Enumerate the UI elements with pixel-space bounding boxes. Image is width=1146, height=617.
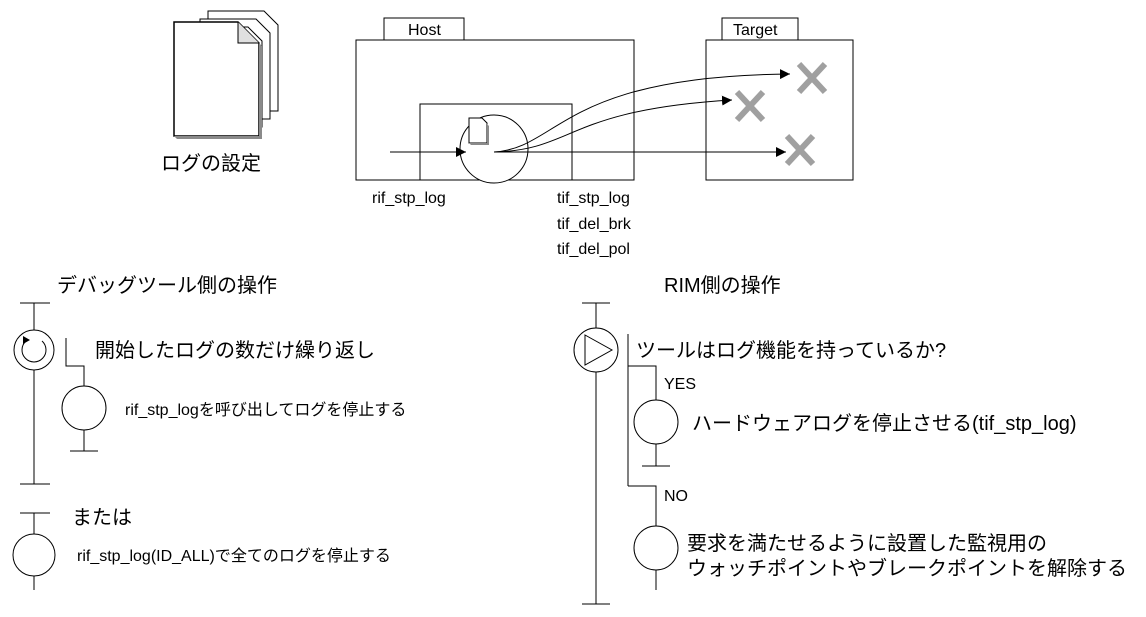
- label-rif-stp-log: rif_stp_log: [372, 190, 446, 207]
- yes-branch-connector: [628, 366, 656, 400]
- yes-label: YES: [664, 376, 696, 393]
- stop-log-process: [62, 386, 106, 430]
- yes-action-label: ハードウェアログを停止させる(tif_stp_log): [692, 412, 1077, 435]
- stop-hardware-log-process: [634, 400, 678, 444]
- no-action-label-line1: 要求を満たせるように設置した監視用の: [687, 532, 1047, 555]
- label-tif-del-pol: tif_del_pol: [557, 241, 630, 258]
- cross-icon: [799, 64, 825, 92]
- loop-body-connector: [66, 338, 84, 388]
- label-tif-del-brk: tif_del_brk: [557, 216, 632, 233]
- stop-log-step-label: rif_stp_logを呼び出してログを停止する: [125, 401, 406, 419]
- rim-title: RIM側の操作: [664, 274, 781, 297]
- arrow-to-target-middle: [494, 100, 732, 152]
- target-box: [706, 40, 853, 180]
- log-settings-title: ログの設定: [161, 152, 261, 175]
- label-tif-stp-log: tif_stp_log: [557, 190, 630, 207]
- loop-label: 開始したログの数だけ繰り返し: [95, 339, 375, 362]
- no-label: NO: [664, 488, 688, 505]
- stop-all-process: [13, 534, 55, 576]
- small-document-icon: [469, 118, 489, 145]
- no-action-label-line2: ウォッチポイントやブレークポイントを解除する: [687, 556, 1127, 580]
- cross-icon: [787, 136, 813, 164]
- cross-icon: [737, 92, 763, 120]
- target-label: Target: [733, 22, 778, 39]
- remove-breakpoints-process: [634, 526, 678, 570]
- rim-question: ツールはログ機能を持っているか?: [636, 339, 946, 362]
- loop-circle: [14, 330, 54, 370]
- host-label: Host: [408, 22, 441, 39]
- no-branch-connector: [628, 486, 656, 526]
- stacked-documents-icon: [174, 11, 278, 139]
- debug-tool-title: デバッグツール側の操作: [57, 274, 277, 297]
- stop-all-label: rif_stp_log(ID_ALL)で全てのログを停止する: [77, 547, 391, 565]
- or-label: または: [72, 507, 132, 529]
